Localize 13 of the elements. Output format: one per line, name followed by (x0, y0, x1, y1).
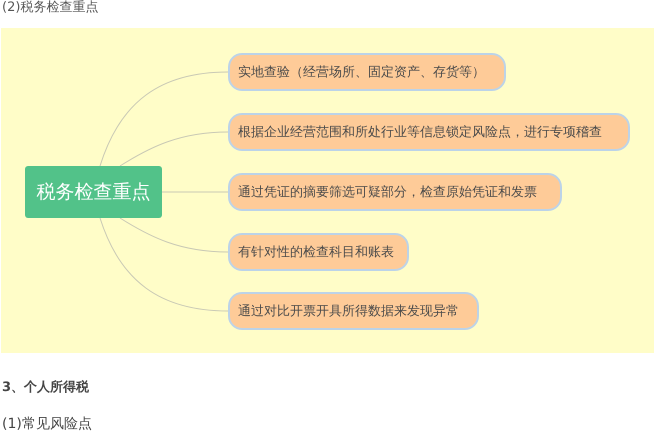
connector-line (100, 72, 228, 166)
connector-line (100, 218, 228, 312)
subtopic-box: 通过对比开票开具所得数据来发现异常 (228, 292, 479, 330)
connector-line (120, 218, 228, 252)
section-heading: (2)税务检查重点 (2, 0, 98, 16)
subtopic-box: 通过凭证的摘要筛选可疑部分，检查原始凭证和发票 (228, 173, 562, 211)
subtopic-box: 有针对性的检查科目和账表 (228, 233, 409, 271)
subtopic-box: 根据企业经营范围和所处行业等信息锁定风险点，进行专项稽查 (228, 113, 630, 151)
subtopic-box: 实地查验（经营场所、固定资产、存货等） (228, 53, 506, 91)
subsection-subheading: (1)常见风险点 (2, 415, 92, 433)
connector-line (120, 132, 228, 166)
subsection-heading: 3、个人所得税 (2, 379, 90, 396)
central-topic: 税务检查重点 (25, 166, 162, 218)
